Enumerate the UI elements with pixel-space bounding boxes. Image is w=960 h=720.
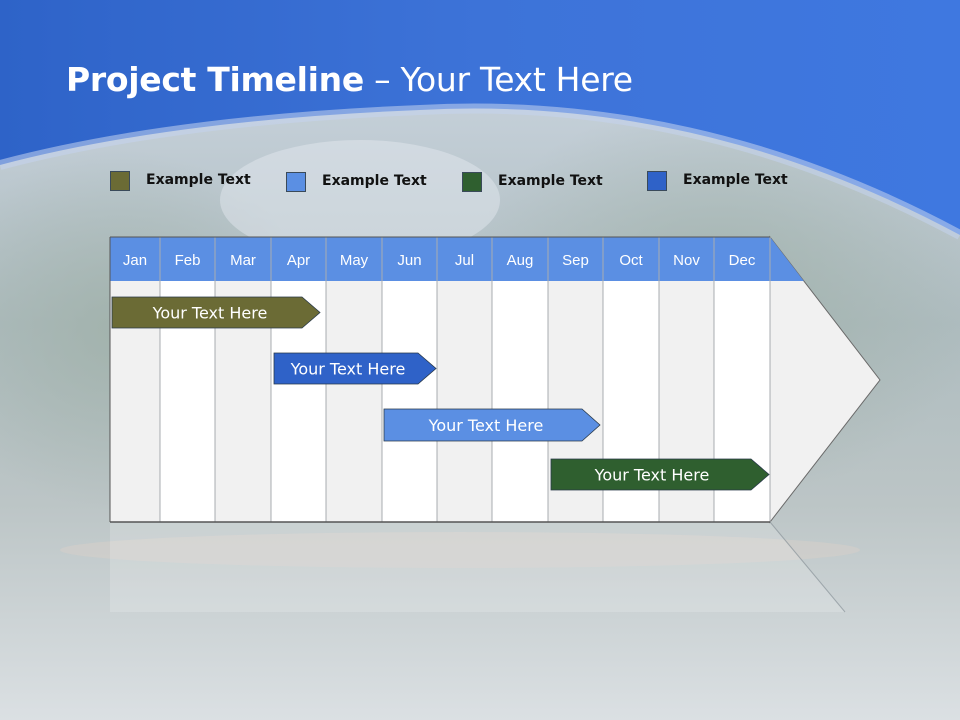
task-arrow-bar: [383, 408, 601, 442]
month-header-cell: [160, 237, 215, 281]
legend-label: Example Text: [146, 172, 251, 188]
month-header-cell: [603, 237, 659, 281]
reflection-edge: [769, 521, 846, 613]
month-label: Jul: [455, 252, 474, 269]
month-header-cell: [326, 237, 382, 281]
legend-swatch: [286, 172, 306, 192]
month-label: Mar: [230, 252, 256, 269]
month-label: Nov: [673, 252, 700, 269]
title-rest-text: – Your Text Here: [363, 60, 633, 99]
legend-swatch: [110, 171, 130, 191]
month-label: Apr: [287, 252, 310, 269]
month-header-cell: [548, 237, 603, 281]
month-header-cell: [215, 237, 271, 281]
month-column: [437, 281, 492, 522]
page-title: Project Timeline – Your Text Here: [66, 60, 633, 99]
task-bar-label: Your Text Here: [290, 360, 406, 379]
legend-label: Example Text: [322, 173, 427, 189]
legend-label: Example Text: [683, 172, 788, 188]
title-bold-text: Project Timeline: [66, 60, 364, 99]
arrow-header-corner: [770, 237, 804, 282]
legend-swatch: [462, 172, 482, 192]
month-label: Aug: [507, 252, 534, 269]
timeline-reflection: [110, 522, 845, 612]
month-label: Sep: [562, 252, 589, 269]
legend-swatch: [647, 171, 667, 191]
month-header-cell: [492, 237, 548, 281]
task-arrow-bar: [550, 458, 770, 491]
task-bar-label: Your Text Here: [594, 466, 710, 485]
month-header-cell: [271, 237, 326, 281]
task-bar-label: Your Text Here: [152, 304, 268, 323]
month-column: [492, 281, 548, 522]
task-bar-label: Your Text Here: [428, 416, 544, 435]
month-label: Oct: [619, 252, 643, 269]
month-header-cell: [714, 237, 770, 281]
month-label: Jun: [397, 252, 421, 269]
month-label: Feb: [175, 252, 201, 269]
month-header-cell: [659, 237, 714, 281]
month-column: [326, 281, 382, 522]
month-header-cell: [437, 237, 492, 281]
month-label: Jan: [123, 252, 147, 269]
month-header-cell: [382, 237, 437, 281]
month-column: [382, 281, 437, 522]
month-label: May: [340, 252, 369, 269]
month-header-cell: [110, 237, 160, 281]
legend-label: Example Text: [498, 173, 603, 189]
month-label: Dec: [729, 252, 756, 269]
task-arrow-bar: [273, 352, 437, 385]
task-arrow-bar: [111, 296, 321, 329]
